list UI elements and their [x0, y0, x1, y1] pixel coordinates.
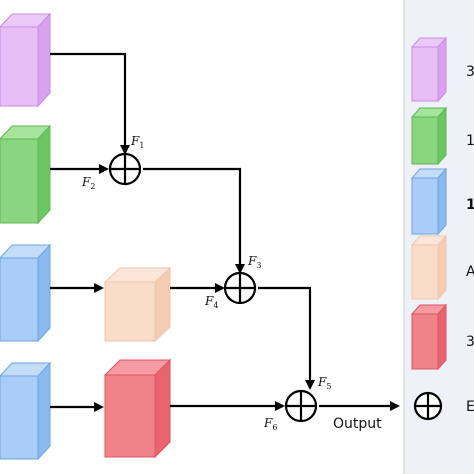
arrow-add1-to-add2 — [143, 167, 245, 274]
label-f4: F4 — [204, 294, 218, 310]
legend-item-green: 1 — [410, 106, 474, 166]
feature-block-peach — [103, 266, 172, 343]
feature-block-red — [103, 358, 172, 459]
label-f2: F2 — [81, 175, 95, 191]
feature-block-blue-2 — [0, 361, 52, 461]
connector-lines — [50, 52, 400, 412]
feature-block-blue-1 — [0, 243, 52, 343]
label-f3: F3 — [247, 254, 261, 270]
legend-item-blue: 1 — [410, 167, 474, 236]
add-node-2 — [223, 271, 257, 305]
legend-item-add: E — [413, 391, 474, 421]
feature-block-purple — [0, 12, 52, 108]
feature-block-green — [0, 124, 52, 225]
output-label: Output — [333, 416, 382, 432]
legend-label: 1 — [466, 197, 474, 213]
add-node-3 — [284, 389, 318, 423]
arrow-purple-to-add1 — [50, 52, 130, 155]
arrow-add2-to-add3 — [258, 286, 315, 390]
legend-label: 3 — [466, 64, 474, 80]
legend-label: 3 — [466, 334, 474, 350]
add-node-1 — [108, 152, 142, 186]
label-f6: F6 — [263, 416, 277, 432]
legend-item-peach: A — [410, 234, 474, 301]
legend-item-red: 3 — [410, 303, 474, 371]
legend-item-purple: 3 — [410, 36, 474, 103]
legend-label: A — [466, 264, 474, 280]
label-f1: F1 — [130, 134, 144, 150]
legend-label: E — [466, 399, 474, 415]
legend-label: 1 — [466, 133, 474, 149]
label-f5: F5 — [317, 375, 331, 391]
